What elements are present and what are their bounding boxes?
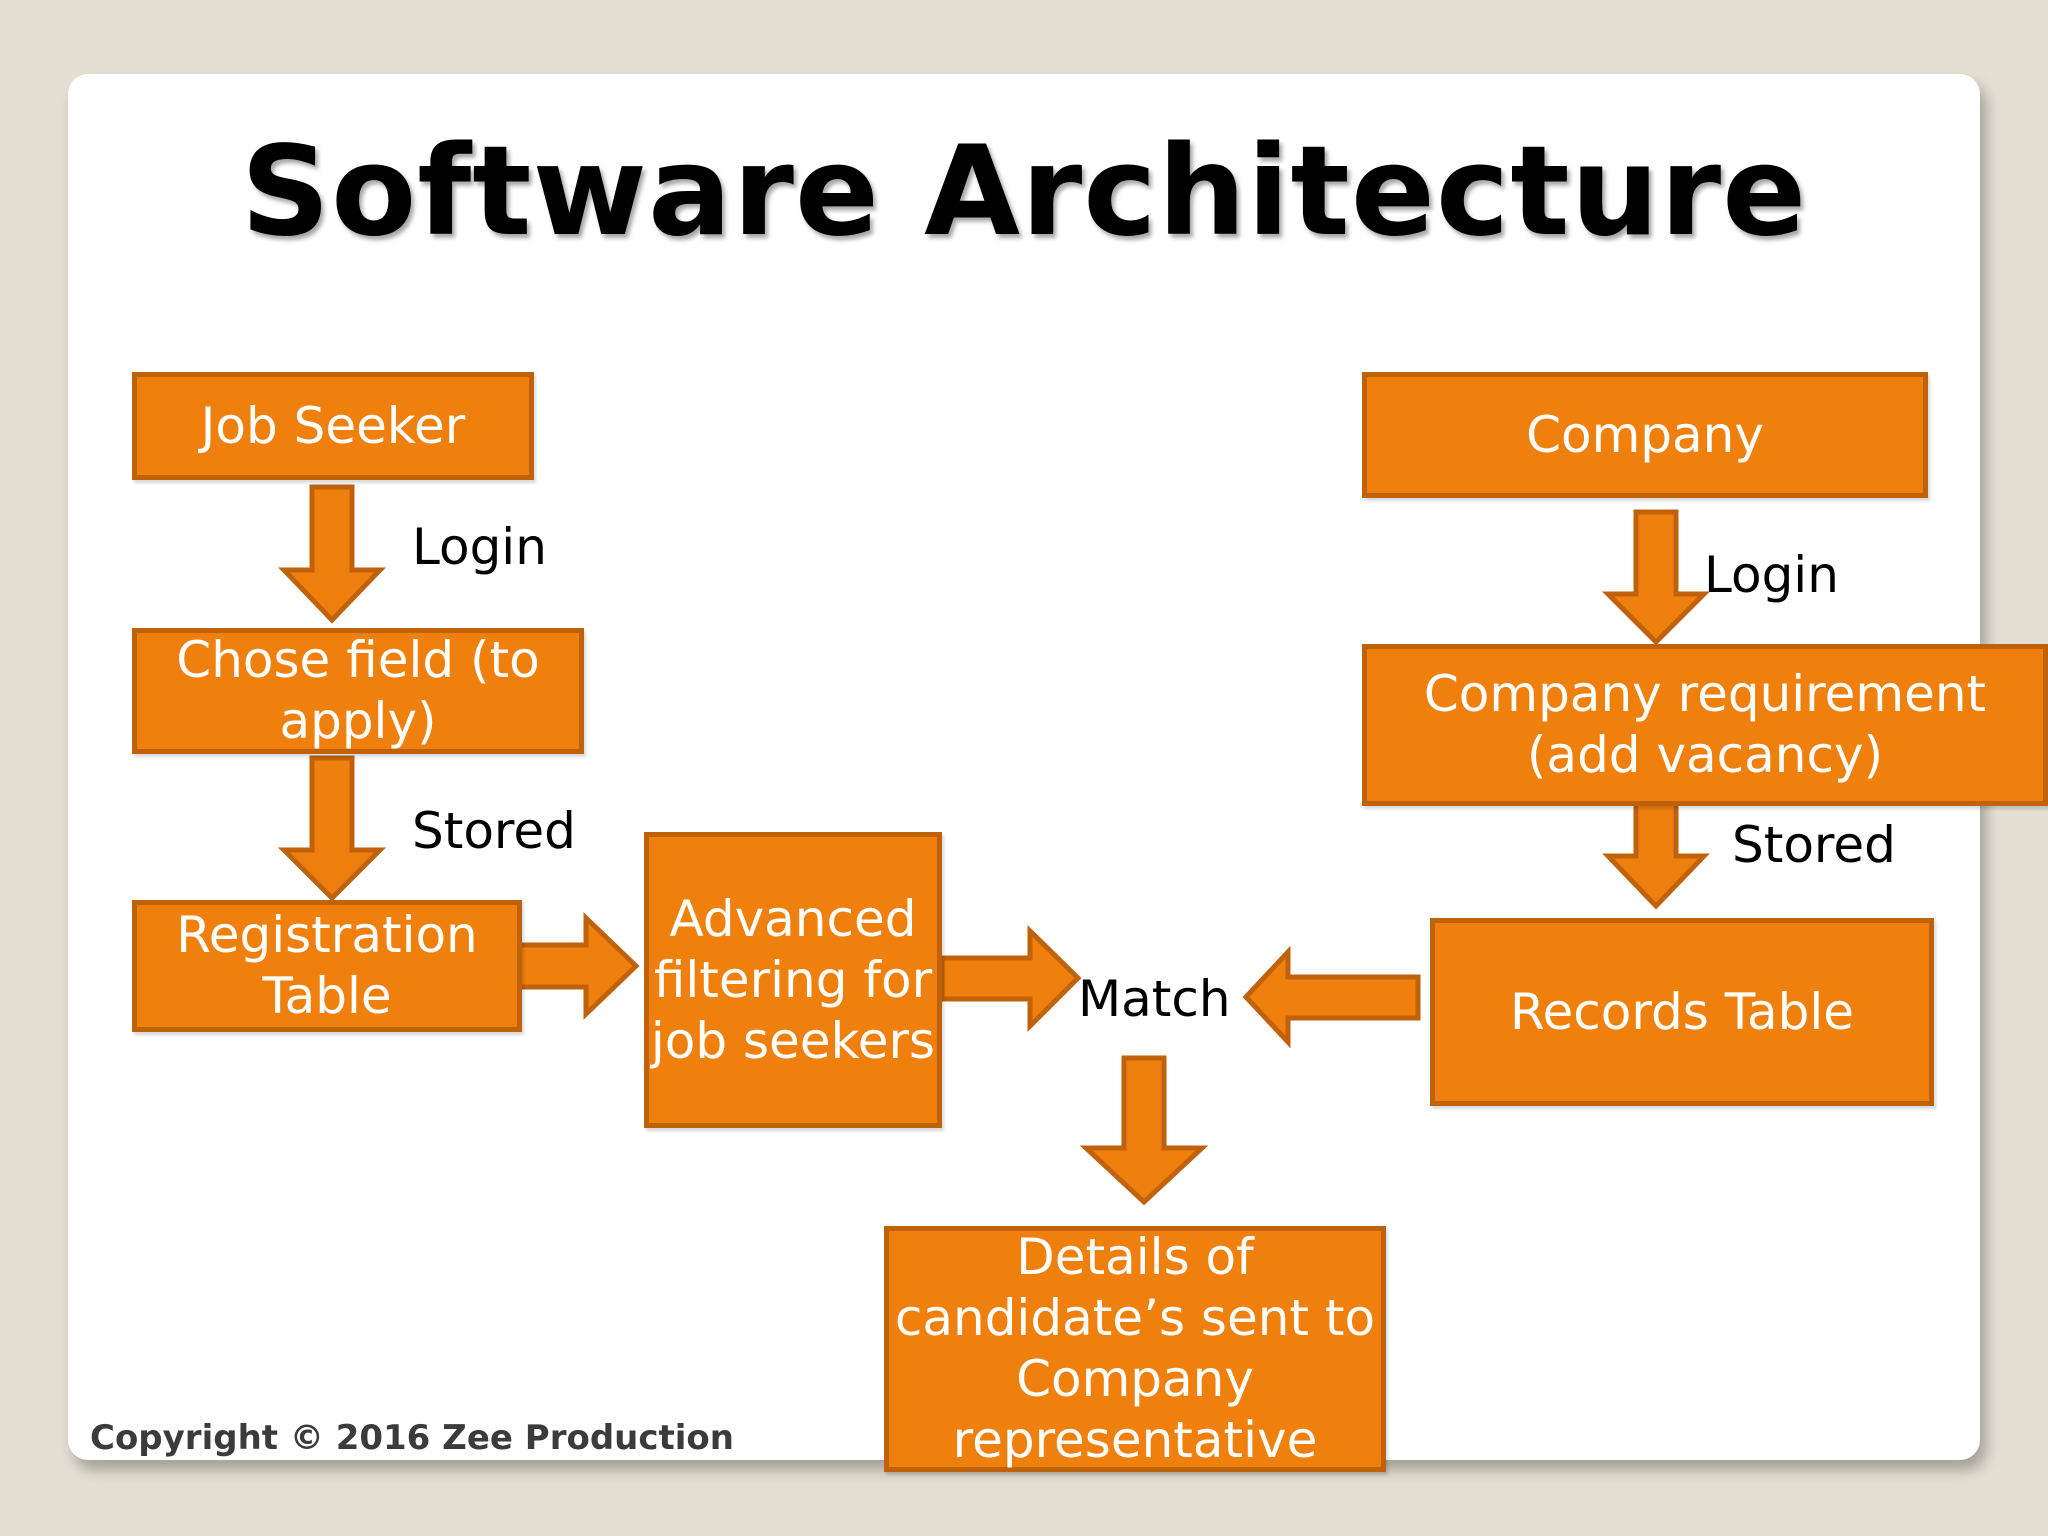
node-records-table-label: Records Table [1510, 982, 1854, 1041]
edge-label-stored-left: Stored [412, 802, 576, 860]
arrow-match-to-details [1079, 1055, 1209, 1206]
node-details: Details of candidate’s sent to Company r… [884, 1226, 1386, 1472]
edge-label-stored-right: Stored [1732, 816, 1896, 874]
arrow-filtering-to-match [939, 925, 1082, 1033]
node-company-label: Company [1526, 405, 1764, 464]
node-advanced-filtering: Advanced filtering for job seekers [644, 832, 942, 1128]
arrow-login-right [1601, 509, 1711, 646]
node-details-label: Details of candidate’s sent to Company r… [894, 1228, 1376, 1469]
node-chose-field-label: Chose field (to apply) [176, 631, 540, 750]
arrow-registration-to-filtering [509, 912, 640, 1020]
node-registration-table-label: Registration Table [176, 906, 478, 1025]
edge-label-login-left: Login [412, 518, 547, 576]
node-company: Company [1362, 372, 1928, 498]
node-advanced-filtering-label: Advanced filtering for job seekers [650, 889, 936, 1070]
edge-label-login-right: Login [1704, 546, 1839, 604]
node-registration-table: Registration Table [132, 900, 522, 1032]
node-job-seeker-label: Job Seeker [200, 396, 466, 455]
arrow-stored-right [1602, 799, 1710, 910]
arrow-login-left [278, 484, 386, 624]
copyright-footer: Copyright © 2016 Zee Production [90, 1418, 734, 1458]
node-chose-field: Chose field (to apply) [132, 628, 584, 754]
match-label: Match [1078, 970, 1231, 1028]
node-company-requirement: Company requirement (add vacancy) [1362, 644, 2048, 806]
node-job-seeker: Job Seeker [132, 372, 534, 480]
arrow-stored-left [277, 755, 387, 902]
arrow-records-to-match [1242, 945, 1421, 1049]
node-records-table: Records Table [1430, 918, 1934, 1106]
page-title: Software Architecture [240, 120, 1808, 264]
node-company-requirement-label: Company requirement (add vacancy) [1423, 665, 1987, 784]
